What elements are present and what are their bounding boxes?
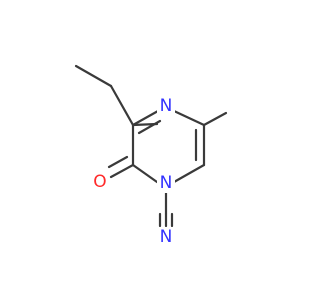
atom-n-cyano: N (157, 227, 175, 247)
bond-n4-c5 (172, 109, 206, 127)
bond-c2-o-inner (107, 155, 129, 169)
atom-n-ring: N (157, 96, 175, 116)
bond-c3-n4-inner (137, 119, 162, 135)
bond-propyl-1 (74, 64, 113, 88)
bond-propyl-2 (109, 84, 135, 127)
atom-n-ring-label: N (160, 96, 173, 116)
atom-n-cyano-label: N (160, 227, 173, 247)
bond-c5-methyl (202, 111, 228, 127)
atom-o-carbonyl-label: O (93, 172, 106, 192)
bond-c2-o-outer (109, 163, 135, 179)
atom-n-amide: N (157, 173, 175, 193)
atom-n-amide-label: N (160, 173, 173, 193)
molecule-canvas: N N O N (74, 64, 228, 247)
bond-c3-n4-outer (131, 109, 160, 127)
molecule-structure: N N O N (74, 64, 228, 247)
bond-c6-n1 (172, 163, 206, 184)
atom-o-carbonyl: O (91, 172, 109, 192)
bond-n1-c2 (131, 163, 159, 184)
